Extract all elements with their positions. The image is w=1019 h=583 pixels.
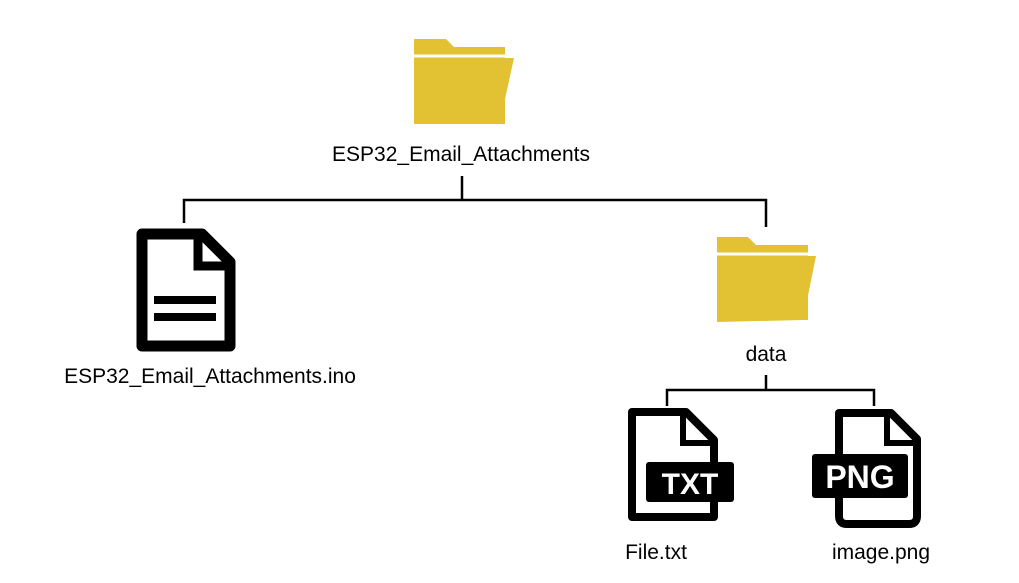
root-folder[interactable]: ESP32_Email_Attachments — [332, 39, 590, 166]
data-folder-label: data — [746, 343, 787, 366]
sketch-file-label: ESP32_Email_Attachments.ino — [64, 365, 356, 388]
document-icon — [136, 228, 236, 352]
png-badge — [812, 454, 908, 498]
connector-root — [182, 176, 768, 227]
folder-icon — [414, 39, 514, 124]
sketch-file[interactable]: ESP32_Email_Attachments.ino — [64, 228, 356, 388]
folder-front — [717, 256, 816, 322]
folder-icon — [717, 237, 816, 322]
txt-badge-label: TXT — [662, 468, 719, 501]
png-badge-label: PNG — [825, 459, 894, 495]
txt-file-label: File.txt — [625, 541, 687, 564]
png-file-label: image.png — [832, 541, 930, 564]
txt-file-icon: TXT — [628, 408, 734, 521]
png-file[interactable]: PNG image.png — [812, 409, 930, 564]
folder-front — [414, 58, 514, 124]
connector-data — [665, 375, 876, 406]
root-folder-label: ESP32_Email_Attachments — [332, 143, 590, 166]
txt-file[interactable]: TXT File.txt — [625, 408, 734, 564]
data-folder[interactable]: data — [717, 237, 816, 366]
png-file-icon: PNG — [812, 409, 921, 528]
txt-badge — [646, 462, 734, 502]
